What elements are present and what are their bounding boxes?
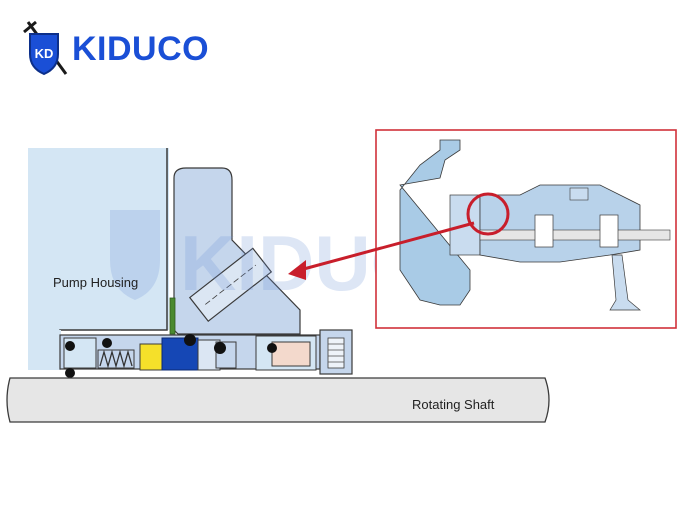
kiduco-logo-emblem: KD: [23, 20, 68, 76]
emblem-letters: KD: [35, 46, 54, 61]
pump-housing-label: Pump Housing: [53, 275, 138, 290]
seal-cartridge: [59, 329, 353, 378]
rotating-shaft: [6, 377, 550, 423]
pump-inset: [375, 129, 677, 329]
seal-face-pink: [271, 341, 311, 367]
pump-housing: [28, 148, 169, 370]
spring: [99, 349, 133, 369]
brand-name: KIDUCO: [72, 30, 210, 68]
callout-arrow: [288, 221, 475, 280]
seal-gland: [169, 167, 301, 335]
seal-location-highlight: [466, 192, 510, 236]
rotating-shaft-label: Rotating Shaft: [412, 397, 495, 412]
seal-face-yellow: [139, 343, 163, 371]
